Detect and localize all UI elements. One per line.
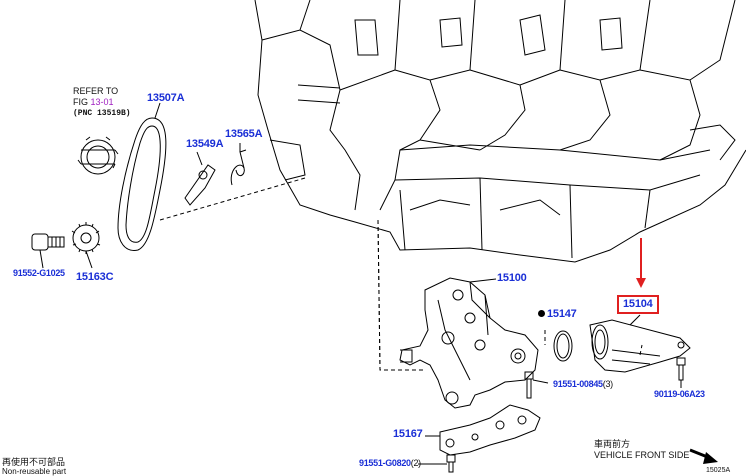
baffle-bolt-illustration — [418, 454, 456, 473]
red-arrow-icon — [636, 238, 646, 288]
spring-illustration — [230, 149, 247, 186]
tensioner-arm-illustration — [184, 164, 216, 206]
engine-block-illustration — [254, 0, 746, 263]
refer-fig-link[interactable]: 13-01 — [90, 97, 114, 107]
pump-bolt-illustration — [524, 371, 549, 399]
part-13507A[interactable]: 13507A — [147, 92, 185, 104]
crank-sprocket-illustration — [77, 136, 119, 175]
front-side-note-en: VEHICLE FRONT SIDE — [594, 450, 690, 460]
part-91551-G0820[interactable]: 91551-G0820(2) — [359, 459, 421, 468]
part-15163C[interactable]: 15163C — [76, 271, 114, 283]
part-15104-highlighted[interactable]: 15104 — [617, 295, 659, 314]
oil-pump-sprocket-illustration — [71, 222, 101, 269]
refer-line-2: FIG 13-01 — [73, 98, 114, 107]
part-91551-G0820-qty: (2) — [410, 458, 421, 468]
baffle-plate-illustration — [430, 404, 541, 456]
non-reusable-note-jp: 再使用不可部品 — [2, 457, 66, 467]
strainer-bolt-illustration — [676, 357, 686, 388]
strainer-illustration — [589, 319, 691, 373]
part-91551-00845-label: 91551-00845 — [553, 379, 603, 389]
refer-line-1: REFER TO — [73, 86, 119, 96]
timing-chain-illustration — [117, 117, 167, 251]
front-side-note-jp: 車両前方 — [594, 439, 631, 449]
oil-pump-illustration — [399, 277, 539, 409]
part-91551-00845-qty: (3) — [602, 379, 613, 389]
part-13565A[interactable]: 13565A — [225, 128, 263, 140]
part-91551-G0820-label: 91551-G0820 — [359, 458, 411, 468]
non-reusable-note-en: Non-reusable part — [2, 467, 67, 476]
bolt-illustration — [31, 233, 65, 269]
diagram-code: 15025A — [706, 467, 731, 474]
o-ring-illustration — [553, 330, 573, 362]
refer-fig-prefix: FIG — [73, 97, 91, 107]
part-13549A[interactable]: 13549A — [186, 138, 224, 150]
part-91552-G1025[interactable]: 91552-G1025 — [13, 268, 65, 278]
part-15147[interactable]: 15147 — [538, 309, 577, 320]
part-15147-label: 15147 — [547, 308, 577, 320]
part-91551-00845[interactable]: 91551-00845(3) — [553, 380, 613, 389]
refer-pnc: (PNC 13519B) — [73, 109, 131, 118]
part-15100[interactable]: 15100 — [497, 272, 527, 284]
part-15167[interactable]: 15167 — [393, 428, 423, 440]
non-reusable-dot-icon — [538, 310, 545, 317]
front-direction-arrow-icon — [689, 448, 718, 464]
part-90119-06A23[interactable]: 90119-06A23 — [654, 389, 705, 399]
